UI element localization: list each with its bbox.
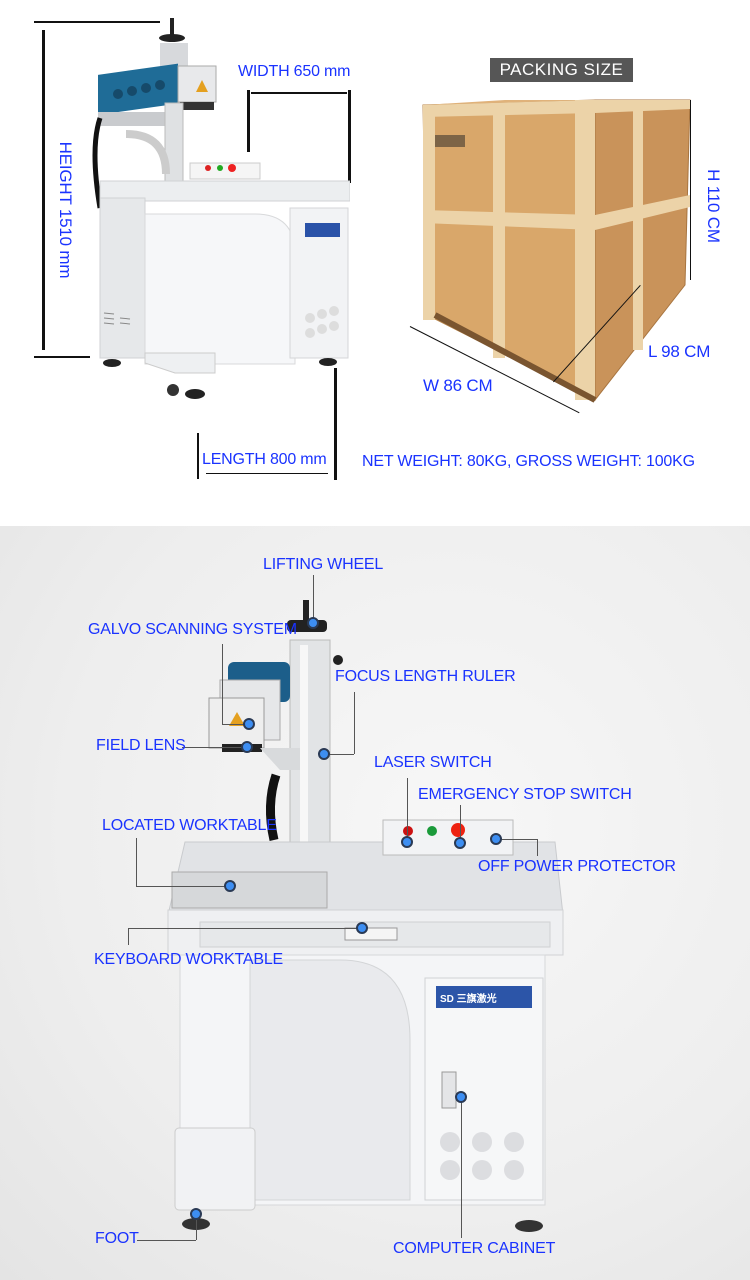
- leader-line: [222, 724, 249, 725]
- leader-line: [407, 778, 408, 842]
- dimension-line: [34, 356, 90, 358]
- crate-width-label: W 86 CM: [423, 376, 493, 395]
- leader-line: [182, 747, 247, 748]
- leader-line: [128, 928, 362, 929]
- brand-logo: SD 三旗激光: [440, 994, 497, 1005]
- marker-keyboard-worktable: [356, 922, 368, 934]
- dimension-line: [334, 368, 337, 480]
- crate-length-label: L 98 CM: [648, 342, 711, 361]
- label-emergency-stop: EMERGENCY STOP SWITCH: [418, 786, 632, 803]
- width-label: WIDTH 650 mm: [238, 63, 351, 80]
- wooden-crate-photo: [422, 99, 691, 403]
- leader-line: [136, 838, 137, 886]
- marker-foot: [190, 1208, 202, 1220]
- leader-line: [137, 1240, 196, 1241]
- packing-size-title: PACKING SIZE: [490, 58, 633, 82]
- leader-line: [460, 805, 461, 843]
- marker-laser-switch: [401, 836, 413, 848]
- leader-line: [128, 928, 129, 945]
- marker-galvo: [243, 718, 255, 730]
- label-foot: FOOT: [95, 1230, 139, 1247]
- label-located-worktable: LOCATED WORKTABLE: [102, 817, 277, 834]
- leader-line: [136, 886, 230, 887]
- marker-lifting-wheel: [307, 617, 319, 629]
- marker-field-lens: [241, 741, 253, 753]
- weight-label: NET WEIGHT: 80KG, GROSS WEIGHT: 100KG: [362, 453, 695, 470]
- dimension-line: [206, 473, 328, 474]
- dimension-line: [34, 21, 160, 23]
- leader-line: [354, 692, 355, 754]
- marker-located-worktable: [224, 880, 236, 892]
- label-lifting-wheel: LIFTING WHEEL: [263, 556, 384, 573]
- marker-focus-ruler: [318, 748, 330, 760]
- label-computer-cabinet: COMPUTER CABINET: [393, 1240, 556, 1257]
- label-keyboard-worktable: KEYBOARD WORKTABLE: [94, 951, 284, 968]
- dimension-line: [247, 90, 250, 152]
- leader-line: [196, 1214, 197, 1240]
- marker-computer-cabinet: [455, 1091, 467, 1103]
- leader-line: [496, 839, 537, 840]
- length-label: LENGTH 800 mm: [202, 451, 327, 468]
- label-laser-switch: LASER SWITCH: [374, 754, 492, 771]
- label-off-power: OFF POWER PROTECTOR: [478, 858, 676, 875]
- dimension-line: [690, 100, 691, 280]
- label-field-lens: FIELD LENS: [96, 737, 186, 754]
- marker-emergency-stop: [454, 837, 466, 849]
- dimension-line: [251, 92, 347, 94]
- leader-line: [461, 1097, 462, 1238]
- marker-off-power: [490, 833, 502, 845]
- leader-line: [313, 575, 314, 622]
- dimension-line: [348, 90, 351, 183]
- dimension-line: [197, 433, 199, 479]
- label-galvo: GALVO SCANNING SYSTEM: [88, 621, 297, 638]
- leader-line: [222, 644, 223, 724]
- leader-line: [324, 754, 354, 755]
- laser-machine-photo: [92, 18, 350, 399]
- leader-line: [537, 839, 538, 856]
- label-focus-ruler: FOCUS LENGTH RULER: [335, 668, 516, 685]
- dimension-line: [42, 30, 45, 350]
